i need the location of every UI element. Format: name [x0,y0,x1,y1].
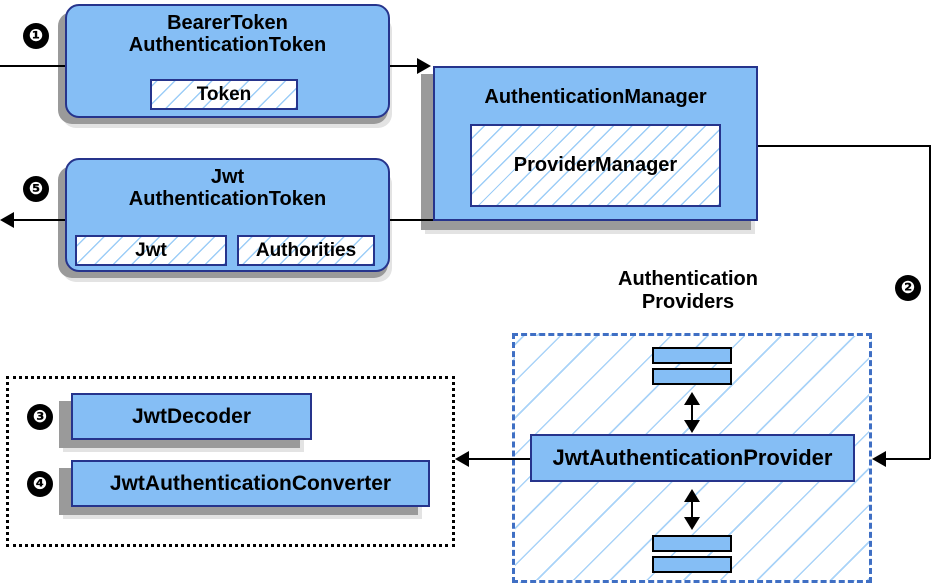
arrow-provider-to-support-icon [455,451,469,467]
step-badge-1: ❶ [23,23,49,49]
node-jwt-authentication-converter[interactable]: JwtAuthenticationConverter [71,460,430,507]
bearer-token-title-line1: BearerToken [167,12,288,34]
provider-manager-label: ProviderManager [513,154,678,176]
provider-stub-bar-top-1 [652,347,732,364]
field-jwt[interactable]: Jwt [75,235,227,266]
field-token-label: Token [196,83,252,105]
arrow-down-bottom-icon [684,517,700,530]
jwt-decoder-label: JwtDecoder [131,404,252,428]
provider-stub-bar-bottom-2 [652,556,732,573]
arrow-response-out-icon [0,212,14,228]
connector-bearer-to-manager [389,65,425,67]
support-group-box [6,376,455,547]
arrow-bearer-to-manager-icon [417,58,431,74]
arrow-up-bottom-icon [684,489,700,502]
providers-caption-line1: Authentication [618,268,758,290]
authentication-providers-caption: Authentication Providers [570,268,806,314]
provider-stub-bar-bottom-1 [652,535,732,552]
provider-stub-bar-top-2 [652,368,732,385]
connector-double-arrow-top [691,398,693,425]
step-badge-4: ❹ [27,471,53,497]
connector-manager-to-jwt-token [389,219,445,221]
jwt-authentication-provider-label: JwtAuthenticationProvider [552,444,833,470]
jwt-token-title-line1: Jwt [210,166,245,188]
bearer-token-title-line2: AuthenticationToken [128,34,327,57]
field-authorities[interactable]: Authorities [237,235,375,266]
field-token[interactable]: Token [150,79,298,110]
connector-manager-to-rail [757,145,930,147]
connector-response-out [14,219,66,221]
node-jwt-decoder[interactable]: JwtDecoder [71,393,312,440]
arrow-rail-to-provider-icon [872,451,886,467]
step-badge-3: ❸ [27,404,53,430]
arrow-up-top-icon [684,392,700,405]
providers-caption-line2: Providers [641,291,735,313]
jwt-authentication-converter-label: JwtAuthenticationConverter [109,471,392,495]
connector-rail-to-provider [886,458,930,460]
step-badge-2: ❷ [895,275,921,301]
field-jwt-label: Jwt [135,239,167,261]
connector-rail-vertical [929,145,931,459]
connector-request-in [0,65,66,67]
field-authorities-label: Authorities [255,239,357,261]
jwt-token-title-line2: AuthenticationToken [128,188,327,211]
connector-double-arrow-bottom [691,495,693,522]
connector-provider-to-support [469,458,531,460]
authentication-manager-title: AuthenticationManager [484,86,707,108]
node-jwt-authentication-provider[interactable]: JwtAuthenticationProvider [530,434,855,482]
step-badge-5: ❺ [23,176,49,202]
arrow-down-top-icon [684,420,700,433]
node-provider-manager[interactable]: ProviderManager [470,124,721,207]
